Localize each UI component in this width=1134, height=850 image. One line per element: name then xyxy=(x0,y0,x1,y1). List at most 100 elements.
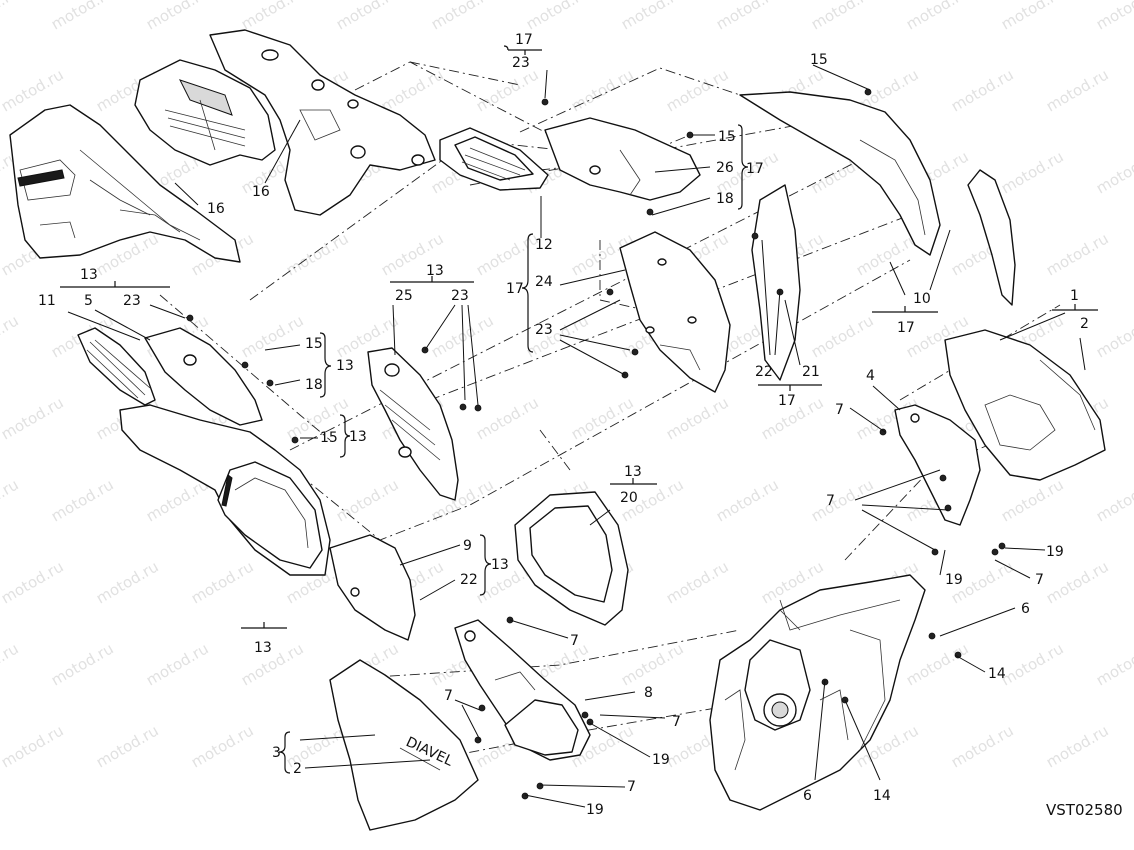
callout-c6a: 6 xyxy=(1021,601,1030,617)
frame-20 xyxy=(514,491,629,626)
watermark-text: motod.ru xyxy=(0,475,22,525)
callout-c2b: 2 xyxy=(293,761,302,777)
callout-c13e: 13 xyxy=(624,464,642,480)
callout-c13d: 13 xyxy=(349,429,367,445)
left-inner-panel xyxy=(9,104,241,263)
drawing-code: VST02580 xyxy=(1046,801,1123,819)
callout-c16b: 16 xyxy=(207,201,225,217)
watermark-text: motod.ru xyxy=(93,557,162,607)
callout-c13c: 13 xyxy=(336,358,354,374)
group-braces xyxy=(60,45,1098,774)
callout-c23c: 23 xyxy=(123,293,141,309)
screw xyxy=(928,632,936,640)
watermark-text: motod.ru xyxy=(713,0,782,33)
watermark-text: motod.ru xyxy=(618,0,687,33)
screw xyxy=(459,403,467,411)
watermark-text: motod.ru xyxy=(903,0,972,33)
watermark-text: motod.ru xyxy=(1093,147,1134,197)
callout-c17d: 17 xyxy=(897,320,915,336)
watermark-text: motod.ru xyxy=(998,475,1067,525)
left-side-fairing xyxy=(119,404,331,576)
middle-shroud-24 xyxy=(619,231,731,393)
callout-c7g: 7 xyxy=(627,779,636,795)
watermark-text: motod.ru xyxy=(713,475,782,525)
callout-c4: 4 xyxy=(866,368,875,384)
watermark-text: motod.ru xyxy=(188,557,257,607)
callout-c7c: 7 xyxy=(1035,572,1044,588)
watermark-text: motod.ru xyxy=(378,65,447,115)
screw xyxy=(931,548,939,556)
watermark-text: motod.ru xyxy=(48,639,117,689)
watermark-text: motod.ru xyxy=(998,639,1067,689)
watermark-text: motod.ru xyxy=(93,721,162,771)
watermark-text: motod.ru xyxy=(0,557,67,607)
screw xyxy=(241,361,249,369)
watermark-text: motod.ru xyxy=(473,65,542,115)
watermark-text: motod.ru xyxy=(238,311,307,361)
screws xyxy=(186,88,1006,800)
screw xyxy=(536,782,544,790)
screw xyxy=(581,711,589,719)
callout-c19d: 19 xyxy=(586,802,604,818)
callout-c19c: 19 xyxy=(652,752,670,768)
callout-c2a: 2 xyxy=(1080,316,1089,332)
screw xyxy=(864,88,872,96)
screw xyxy=(998,542,1006,550)
callout-c23b: 23 xyxy=(535,322,553,338)
callout-c5: 5 xyxy=(84,293,93,309)
callout-c1: 1 xyxy=(1070,288,1079,304)
watermark-text: motod.ru xyxy=(1043,65,1112,115)
side-strip-10 xyxy=(967,169,1016,306)
callout-c17e: 17 xyxy=(778,393,796,409)
watermark-text: motod.ru xyxy=(663,393,732,443)
upper-grille-bracket xyxy=(134,59,276,166)
screw xyxy=(631,348,639,356)
screw xyxy=(521,792,529,800)
callout-c24: 24 xyxy=(535,274,553,290)
callout-c15c: 15 xyxy=(305,336,323,352)
callout-c13g: 13 xyxy=(254,640,272,656)
watermark-text: motod.ru xyxy=(333,0,402,33)
callout-c21: 21 xyxy=(802,364,820,380)
lower-side-panel-3: DIAVEL xyxy=(329,659,479,831)
watermark-text: motod.ru xyxy=(1093,639,1134,689)
callout-c12: 12 xyxy=(535,237,553,253)
screw xyxy=(646,208,654,216)
callout-c7b: 7 xyxy=(826,493,835,509)
watermark-text: motod.ru xyxy=(1093,0,1134,33)
upper-center-panel xyxy=(209,29,436,216)
watermark-text: motod.ru xyxy=(998,0,1067,33)
callout-c15b: 15 xyxy=(810,52,828,68)
callout-c25: 25 xyxy=(395,288,413,304)
watermark-text: motod.ru xyxy=(1043,557,1112,607)
watermark-text: motod.ru xyxy=(998,147,1067,197)
callout-c16a: 16 xyxy=(252,184,270,200)
watermark-text: motod.ru xyxy=(48,475,117,525)
watermark-text: motod.ru xyxy=(523,0,592,33)
callout-c22b: 22 xyxy=(460,572,478,588)
radiator-assembly xyxy=(709,574,926,811)
callout-c7d: 7 xyxy=(570,633,579,649)
watermark-text: motod.ru xyxy=(0,393,67,443)
callout-c23d: 23 xyxy=(451,288,469,304)
screw xyxy=(939,474,947,482)
callout-c26: 26 xyxy=(716,160,734,176)
watermark-text: motod.ru xyxy=(1043,721,1112,771)
callout-c11: 11 xyxy=(38,293,56,309)
watermark-text: motod.ru xyxy=(143,639,212,689)
callout-c10: 10 xyxy=(913,291,931,307)
screw xyxy=(186,314,194,322)
watermark-text: motod.ru xyxy=(0,311,22,361)
screw xyxy=(991,548,999,556)
callout-c9: 9 xyxy=(463,538,472,554)
watermark-text: motod.ru xyxy=(283,229,352,279)
watermark-text: motod.ru xyxy=(143,0,212,33)
callout-c15d: 15 xyxy=(320,430,338,446)
callout-c17c: 17 xyxy=(506,281,524,297)
screw xyxy=(751,232,759,240)
callout-c7f: 7 xyxy=(672,714,681,730)
screw xyxy=(266,379,274,387)
callout-c15a: 15 xyxy=(718,129,736,145)
long-side-panel xyxy=(739,91,941,381)
lower-cover-8 xyxy=(454,619,591,761)
